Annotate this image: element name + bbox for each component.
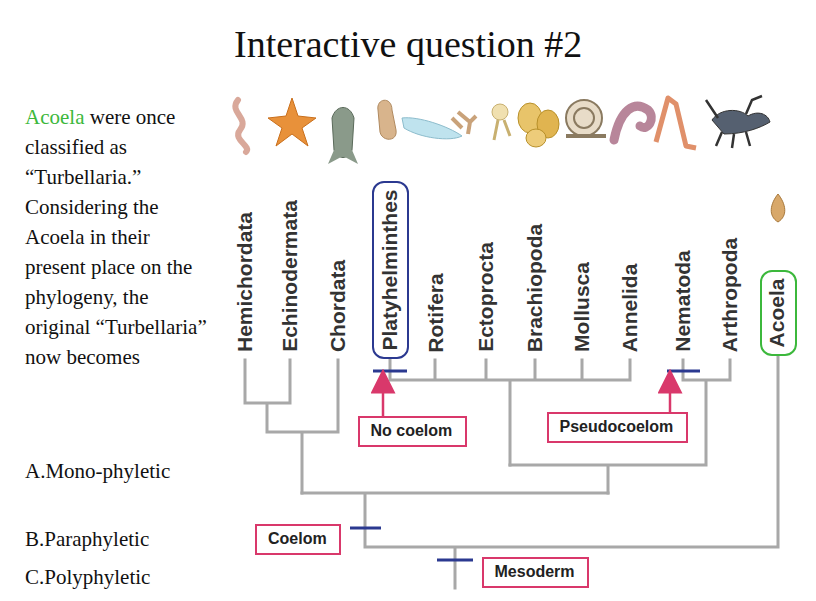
taxon-label: Nematoda xyxy=(671,250,695,352)
answer-option: C.Polyphyletic xyxy=(25,564,175,591)
slide-title: Interactive question #2 xyxy=(234,22,582,66)
taxon-label: Ectoprocta xyxy=(474,242,498,352)
highlight-word: Acoela xyxy=(25,105,84,129)
taxon-label: Annelida xyxy=(618,263,642,352)
taxon-label: Rotifera xyxy=(423,273,447,352)
callout-text: Mesoderm xyxy=(495,563,575,581)
trait-callout: No coelom xyxy=(358,416,467,447)
space xyxy=(84,105,89,129)
taxon-box: Acoela xyxy=(760,270,797,356)
taxon-label: Mollusca xyxy=(570,262,594,352)
taxon-label: Chordata xyxy=(326,260,350,352)
answer-option: A.Mono-phyletic xyxy=(25,458,175,485)
taxon-label: Brachiopoda xyxy=(523,224,547,352)
trait-callout: Coelom xyxy=(255,524,341,555)
question-text: Acoela were once classified as “Turbella… xyxy=(25,102,210,372)
taxon-label: Echinodermata xyxy=(278,200,302,352)
taxon-label: Platyhelminthes xyxy=(378,189,402,350)
trait-callout: Mesoderm xyxy=(482,557,589,588)
answer-option: B.Paraphyletic xyxy=(25,526,175,553)
animal-icons xyxy=(235,96,784,222)
callout-text: Coelom xyxy=(268,530,327,548)
taxon-box: Platyhelminthes xyxy=(372,181,409,359)
trait-callout: Pseudocoelom xyxy=(547,412,688,443)
taxon-label: Arthropoda xyxy=(718,238,742,352)
taxon-label: Acoela xyxy=(765,278,789,347)
question-body: were once classified as “Turbellaria.” C… xyxy=(25,105,207,369)
taxon-label: Hemichordata xyxy=(233,212,257,352)
callout-text: Pseudocoelom xyxy=(560,418,674,436)
callout-text: No coelom xyxy=(371,422,453,440)
